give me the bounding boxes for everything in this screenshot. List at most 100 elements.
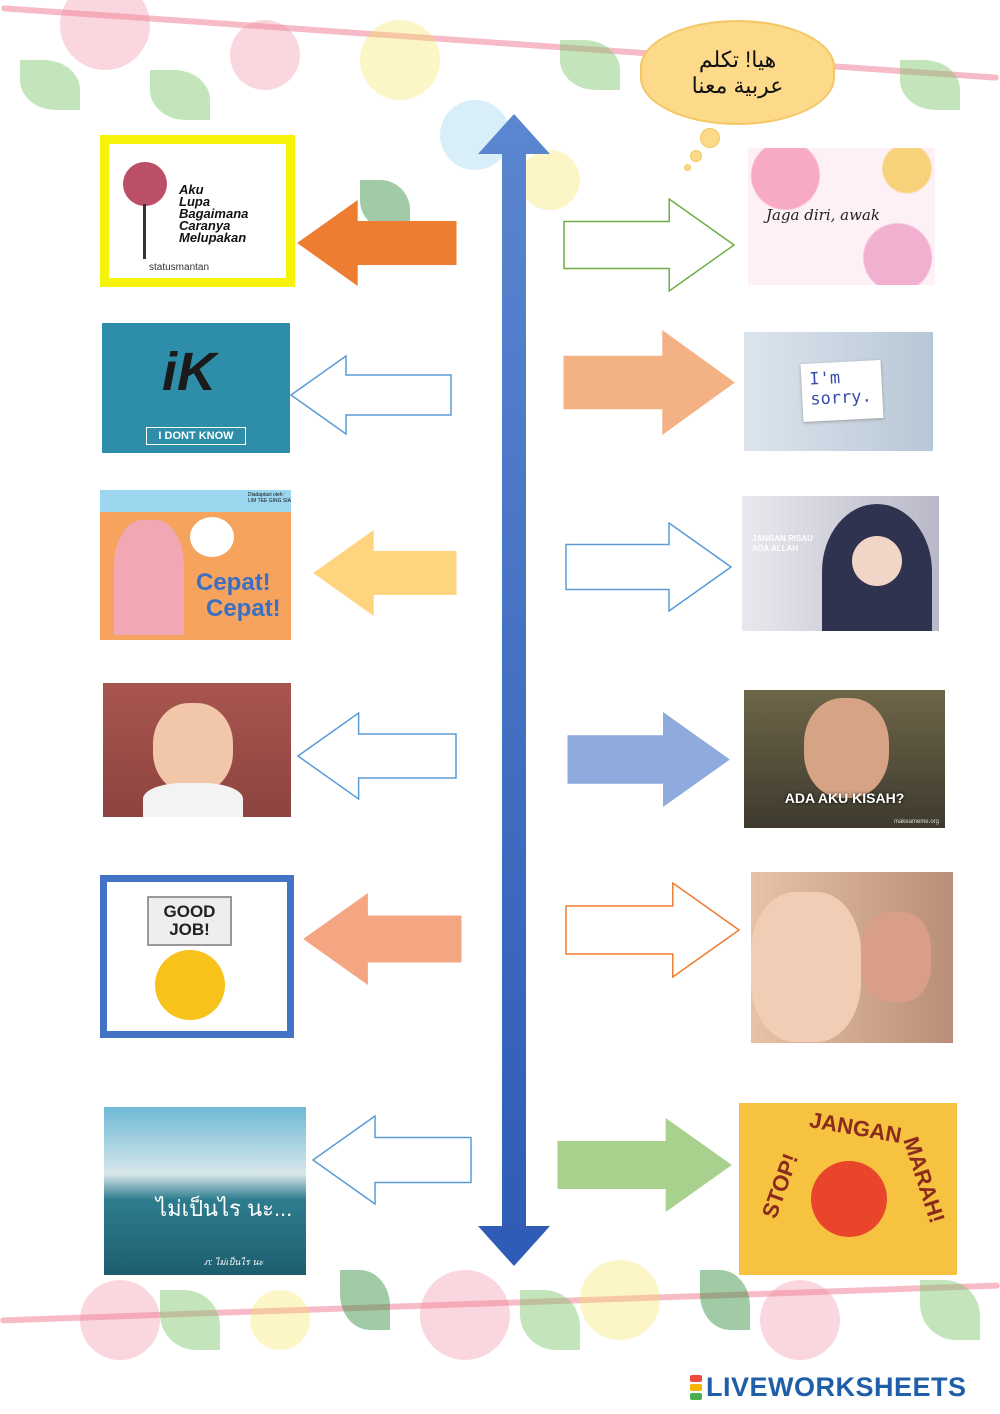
arrow-shape — [563, 198, 735, 292]
stop-word: STOP! — [756, 1150, 804, 1222]
left-image-2-i-dont-know[interactable]: iK I DONT KNOW — [102, 323, 290, 453]
fire-truck-thought — [190, 517, 234, 557]
thai-caption: ไม่เป็นไร นะ... — [156, 1196, 293, 1221]
caption-line: JANGAN RISAU — [752, 534, 813, 543]
left-image-6-sea[interactable]: ไม่เป็นไร นะ... ภ: ไม่เป็นไร นะ — [104, 1107, 306, 1275]
credit-line: LIM TEE GING SIA — [248, 498, 291, 504]
right-arrow-5[interactable] — [565, 882, 740, 978]
flower-illustration — [123, 162, 167, 206]
grandmother-illustration — [114, 520, 184, 635]
caption-line: JOB! — [169, 920, 210, 939]
leaf-decoration — [20, 60, 80, 110]
right-arrow-2[interactable] — [563, 330, 735, 435]
child-face — [153, 703, 233, 793]
i-dont-know-caption: I DONT KNOW — [146, 427, 246, 445]
liveworksheets-icon — [690, 1374, 702, 1401]
title-line: Caranya — [179, 218, 231, 233]
thai-credit: ภ: ไม่เป็นไร นะ — [204, 1257, 264, 1267]
angry-face-icon — [811, 1161, 887, 1237]
leaf-decoration — [160, 1290, 220, 1350]
center-double-arrow — [478, 114, 550, 1266]
arrow-shape — [290, 355, 452, 435]
flower-decoration — [520, 150, 580, 210]
left-arrow-4[interactable] — [297, 712, 457, 800]
ik-logo: iK — [162, 342, 216, 402]
title-line: Lupa — [179, 194, 211, 209]
left-arrow-5[interactable] — [303, 893, 462, 985]
girl-face — [852, 536, 902, 586]
jangan-word: JANGAN — [807, 1107, 904, 1148]
liveworksheets-logo: LIVEWORKSHEETS — [690, 1372, 967, 1403]
book-handle: statusmantan — [149, 262, 210, 273]
whispering-hand — [861, 912, 931, 1002]
left-arrow-6[interactable] — [312, 1115, 472, 1205]
flower-decoration — [360, 20, 440, 100]
brand-name: LIVEWORKSHEETS — [706, 1372, 967, 1402]
meme-face — [804, 698, 889, 798]
right-arrow-6[interactable] — [557, 1118, 732, 1212]
sorry-card: I'm sorry. — [800, 359, 884, 423]
arrow-shape — [313, 530, 457, 616]
caption-line: ADA ALLAH — [752, 544, 799, 553]
right-image-3-jangan-risau[interactable]: JANGAN RISAU ADA ALLAH — [742, 496, 939, 631]
leaf-decoration — [340, 1270, 390, 1330]
bubble-dot — [690, 150, 702, 162]
right-image-4-ada-aku-kisah[interactable]: ADA AKU KISAH? makeameme.org — [744, 690, 945, 828]
arrow-shape — [303, 893, 462, 985]
credit-line: Diadaptasi oleh: — [248, 492, 284, 498]
caption-line: GOOD — [163, 902, 216, 921]
flower-stem — [143, 204, 146, 259]
left-image-1-book-cover[interactable]: Aku Lupa Bagaimana Caranya Melupakan sta… — [100, 135, 295, 287]
title-line: Bagaimana — [179, 206, 249, 221]
leaf-decoration — [700, 1270, 750, 1330]
left-arrow-2[interactable] — [290, 355, 452, 435]
flower-decoration — [80, 1280, 160, 1360]
right-image-2-im-sorry[interactable]: I'm sorry. — [744, 332, 933, 451]
jangan-risau-caption: JANGAN RISAU ADA ALLAH — [752, 534, 813, 554]
meme-credit: makeameme.org — [893, 819, 939, 825]
jaga-diri-caption: Jaga diri, awak — [766, 206, 880, 224]
right-image-1-jaga-diri[interactable]: Jaga diri, awak — [748, 148, 935, 285]
child-shirt — [143, 783, 243, 817]
left-image-3-cepat-cepat[interactable]: Diadaptasi oleh: LIM TEE GING SIA Cepat!… — [100, 490, 291, 640]
sky-strip — [100, 490, 291, 512]
smiley-face — [155, 950, 225, 1020]
bubble-line-1: هيا! تكلم — [698, 46, 777, 72]
bubble-line-2: عربية معنا — [691, 72, 784, 98]
right-image-6-stop-jangan-marah[interactable]: STOP! JANGAN MARAH! — [739, 1103, 957, 1275]
leaf-decoration — [150, 70, 210, 120]
arrow-shape — [567, 712, 730, 807]
right-arrow-1[interactable] — [563, 198, 735, 292]
caption-line: sorry. — [809, 386, 873, 410]
child-face — [751, 892, 861, 1042]
left-arrow-3[interactable] — [313, 530, 457, 616]
meme-caption: ADA AKU KISAH? — [784, 790, 905, 806]
flower-decoration — [420, 1270, 510, 1360]
arrow-shape — [297, 712, 457, 800]
right-arrow-4[interactable] — [567, 712, 730, 807]
left-image-4-laughing-child[interactable] — [103, 683, 291, 817]
flower-decoration — [250, 1290, 310, 1350]
bubble-dot — [700, 128, 720, 148]
flower-decoration — [60, 0, 150, 70]
caption-line: Cepat! — [196, 569, 271, 596]
cepat-caption: Cepat! Cepat! — [196, 570, 281, 622]
credit: Diadaptasi oleh: LIM TEE GING SIA — [248, 492, 291, 504]
right-arrow-3[interactable] — [565, 522, 732, 612]
marah-word: MARAH! — [898, 1133, 950, 1227]
right-image-5-whisper[interactable] — [751, 872, 953, 1043]
left-arrow-1[interactable] — [297, 200, 457, 286]
title-line: Aku — [179, 182, 204, 197]
arrow-shape — [557, 1118, 732, 1212]
arrow-shape — [565, 882, 740, 978]
flower-decoration — [580, 1260, 660, 1340]
speech-bubble: هيا! تكلم عربية معنا — [640, 20, 835, 125]
arrow-shape — [297, 200, 457, 286]
caption-line: Cepat! — [206, 595, 281, 622]
left-image-5-good-job[interactable]: GOOD JOB! — [100, 875, 294, 1038]
book-title: Aku Lupa Bagaimana Caranya Melupakan — [179, 182, 249, 244]
bubble-dot — [684, 164, 691, 171]
flower-decoration — [760, 1280, 840, 1360]
arrow-shape — [312, 1115, 472, 1205]
arrow-shape — [563, 330, 735, 435]
